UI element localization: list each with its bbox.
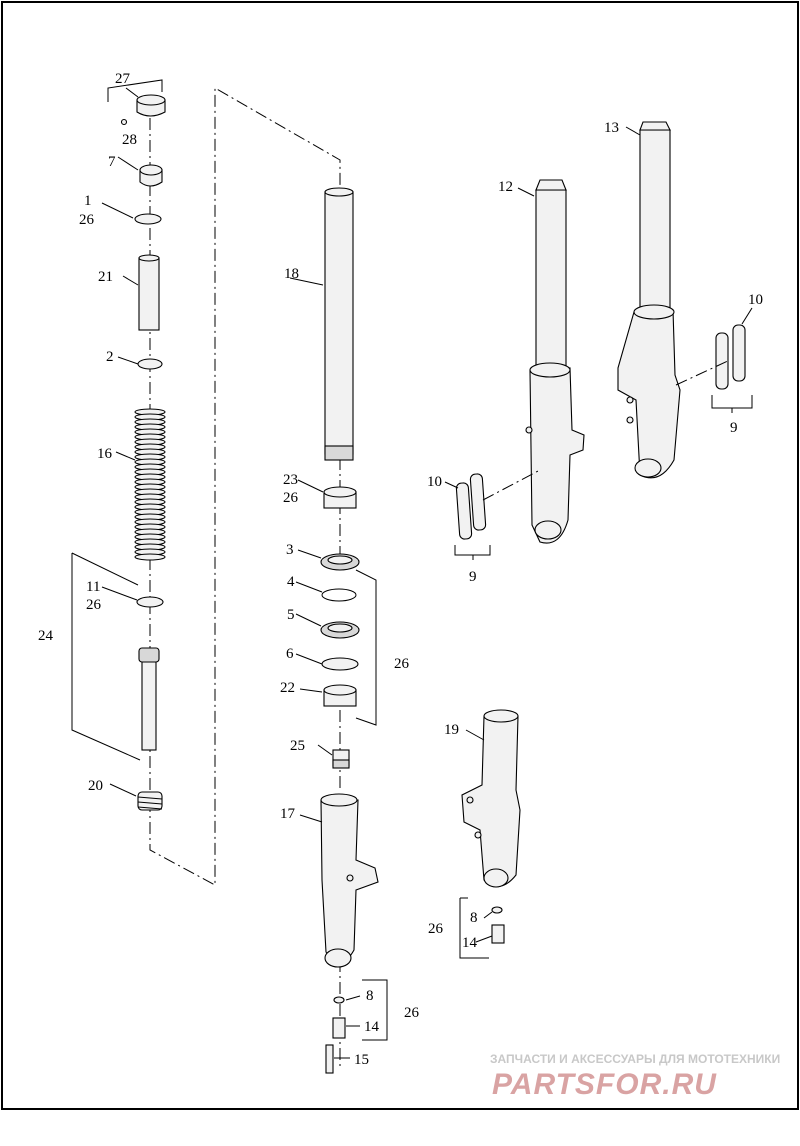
callout-10: 10 xyxy=(748,292,763,308)
callout-14: 14 xyxy=(462,935,478,951)
drain-washer xyxy=(333,996,345,1004)
rebound-spring xyxy=(137,791,163,811)
callout-26: 26 xyxy=(283,490,299,506)
callout-21: 21 xyxy=(98,269,113,285)
damper-rod xyxy=(141,653,157,751)
callout-8: 8 xyxy=(470,910,478,926)
bracket-27 xyxy=(107,79,163,102)
fork-slider-19 xyxy=(459,709,521,959)
callout-20: 20 xyxy=(88,778,103,794)
callout-28: 28 xyxy=(122,132,137,148)
callout-3: 3 xyxy=(286,542,294,558)
fork-tube-12 xyxy=(535,189,567,371)
callout-18: 18 xyxy=(284,266,299,282)
small-oring xyxy=(120,118,128,126)
callout-7: 7 xyxy=(108,154,116,170)
callout-26: 26 xyxy=(79,212,95,228)
callout-26: 26 xyxy=(394,656,410,672)
callout-14: 14 xyxy=(364,1019,380,1035)
bracket-26-middle xyxy=(355,569,377,726)
fork-slider-17 xyxy=(320,793,379,968)
fork-assembly-12 xyxy=(525,179,585,544)
callout-26: 26 xyxy=(86,597,102,613)
callout-26: 26 xyxy=(404,1005,420,1021)
callout-labels: 27 28 7 1 26 21 2 16 11 26 24 20 18 23 2… xyxy=(38,71,763,1068)
callout-12: 12 xyxy=(498,179,513,195)
callout-6: 6 xyxy=(286,646,294,662)
drain-screw xyxy=(332,1017,346,1039)
ring-11 xyxy=(136,596,164,608)
watermark-brand: PARTSFOR.RU xyxy=(492,1068,717,1101)
callout-13: 13 xyxy=(604,120,619,136)
callout-17: 17 xyxy=(280,806,296,822)
bracket-24 xyxy=(71,552,141,761)
fork-spring xyxy=(134,408,166,561)
middle-exploded-column xyxy=(320,187,379,1074)
callout-9: 9 xyxy=(469,569,477,585)
bracket-26-bottom xyxy=(362,979,388,1041)
washer-2 xyxy=(137,358,163,370)
fork-tube xyxy=(324,191,354,455)
seal-washer xyxy=(321,657,359,671)
ring-1 xyxy=(134,213,162,225)
reflector-kit-left xyxy=(454,469,541,560)
callout-4: 4 xyxy=(287,574,295,590)
callout-24: 24 xyxy=(38,628,54,644)
callout-2: 2 xyxy=(106,349,114,365)
callout-15: 15 xyxy=(354,1052,369,1068)
fork-assembly-13 xyxy=(617,121,681,479)
reflector-kit-right xyxy=(675,324,753,413)
callout-22: 22 xyxy=(280,680,295,696)
spring-coil xyxy=(134,553,166,561)
callout-10: 10 xyxy=(427,474,442,490)
callout-16: 16 xyxy=(97,446,113,462)
retaining-clip xyxy=(321,588,357,602)
callout-1: 1 xyxy=(84,193,92,209)
watermark-caption: ЗАПЧАСТИ И АКСЕССУАРЫ ДЛЯ МОТОТЕХНИКИ xyxy=(490,1052,780,1066)
callout-11: 11 xyxy=(86,579,100,595)
callout-19: 19 xyxy=(444,722,459,738)
callout-23: 23 xyxy=(283,472,298,488)
callout-8: 8 xyxy=(366,988,374,1004)
callout-27: 27 xyxy=(115,71,131,87)
callout-5: 5 xyxy=(287,607,295,623)
fork-tube-13 xyxy=(639,129,671,316)
callout-9: 9 xyxy=(730,420,738,436)
left-exploded-column xyxy=(120,87,341,886)
leader-lines xyxy=(101,87,753,1059)
watermark: ЗАПЧАСТИ И АКСЕССУАРЫ ДЛЯ МОТОТЕХНИКИ PA… xyxy=(490,1052,780,1101)
callout-26: 26 xyxy=(428,921,444,937)
diagram-frame xyxy=(1,1,799,1110)
damper-bolt xyxy=(325,1044,334,1074)
callout-25: 25 xyxy=(290,738,305,754)
spacer-tube xyxy=(138,257,160,331)
